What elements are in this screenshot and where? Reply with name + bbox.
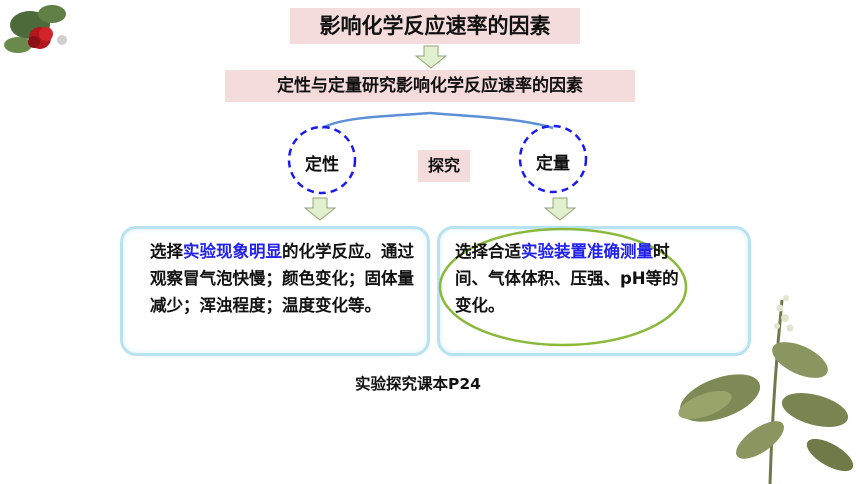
left-down-arrow-icon [303, 197, 337, 221]
qualitative-label: 定性 [305, 155, 339, 175]
qualitative-panel [120, 226, 430, 356]
down-arrow-icon [414, 45, 448, 69]
branch-connector [321, 111, 554, 130]
quantitative-circle [518, 124, 588, 194]
diagram-subtitle: 定性与定量研究影响化学反应速率的因素 [225, 70, 635, 102]
qualitative-circle [287, 125, 357, 195]
rose-decoration [4, 5, 67, 53]
qualitative-text: 选择实验现象明显的化学反应。通过观察冒气泡快慢；颜色变化；固体量减少；浑浊程度；… [150, 242, 414, 315]
quantitative-highlight: 实验装置准确测量 [521, 242, 653, 261]
textbook-reference: 实验探究课本P24 [355, 375, 481, 393]
right-down-arrow-icon [543, 197, 577, 221]
quantitative-text: 选择合适实验装置准确测量时间、气体体积、压强、pH等的变化。 [455, 242, 679, 315]
explore-label: 探究 [418, 150, 470, 182]
quantitative-label: 定量 [536, 154, 570, 174]
diagram-title: 影响化学反应速率的因素 [290, 8, 580, 44]
plant-decoration [678, 295, 854, 484]
qualitative-highlight: 实验现象明显 [183, 242, 282, 261]
